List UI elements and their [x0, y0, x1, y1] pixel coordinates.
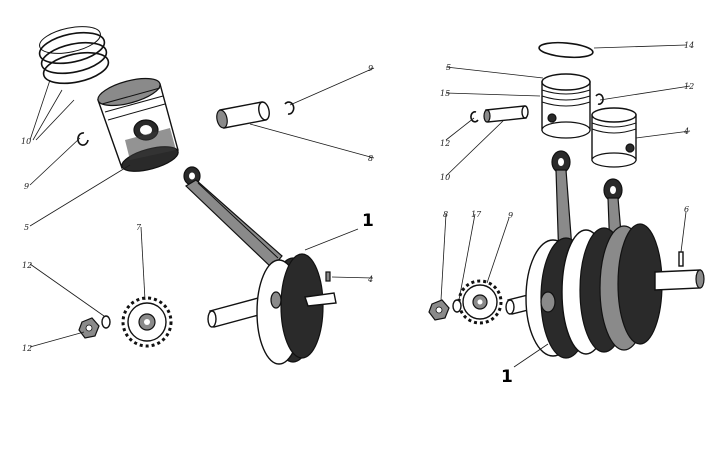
label-left-sprocket-7: 7: [136, 223, 142, 232]
label-right-nut-8: 8: [443, 210, 448, 219]
right-crankshaft: [505, 223, 705, 359]
label-right-crank-1: 1: [501, 367, 513, 387]
right-piston-ring: [538, 41, 594, 59]
left-nut-and-washer: [78, 315, 111, 339]
left-crankshaft: [207, 253, 337, 365]
label-right-ring-14: 14: [684, 41, 694, 50]
label-left-pin-8: 8: [368, 154, 373, 163]
left-piston-rings: [38, 26, 110, 85]
label-left-ring-10: 10: [21, 137, 31, 146]
part-number-labels: 10 9 5 12 12 7 9 8 1 4 14 5 15 12 4 12 1…: [21, 41, 694, 387]
label-right-circlip-12-right: 12: [684, 82, 694, 91]
right-woodruff-key: [678, 251, 684, 267]
label-right-ring-15: 15: [440, 89, 450, 98]
right-nut-and-washer: [428, 299, 462, 321]
left-circlip-lower: [77, 132, 89, 146]
label-right-washer-17: 17: [471, 210, 482, 219]
left-piston: [97, 77, 179, 172]
label-right-key-6: 6: [684, 205, 689, 214]
label-left-crank-1: 1: [362, 211, 374, 231]
right-circlip-right: [595, 93, 604, 105]
label-right-piston-5: 5: [446, 63, 451, 72]
right-piston-rear: [591, 107, 637, 168]
label-right-pin-10: 10: [440, 173, 450, 182]
label-left-nut-12-top: 12: [22, 261, 32, 270]
label-left-circlip-9-bottom: 9: [24, 182, 29, 191]
left-connecting-rod: [183, 166, 283, 269]
label-right-piston-4: 4: [683, 127, 689, 136]
left-circlip-upper: [284, 101, 295, 115]
leader-lines: [29, 44, 691, 368]
label-left-piston-5: 5: [24, 223, 29, 232]
right-piston-pin: [483, 105, 529, 123]
label-right-circlip-12-left: 12: [440, 139, 450, 148]
label-left-key-4: 4: [367, 275, 373, 284]
left-piston-pin: [216, 101, 270, 129]
label-left-nut-12-bottom: 12: [22, 344, 32, 353]
label-right-sprocket-9: 9: [508, 211, 513, 220]
right-sprocket: [457, 279, 503, 325]
right-piston-front: [541, 73, 591, 139]
left-woodruff-key: [325, 271, 331, 282]
left-sprocket: [121, 296, 173, 348]
right-circlip-left: [470, 111, 479, 123]
label-left-circlip-9-top: 9: [368, 64, 373, 73]
